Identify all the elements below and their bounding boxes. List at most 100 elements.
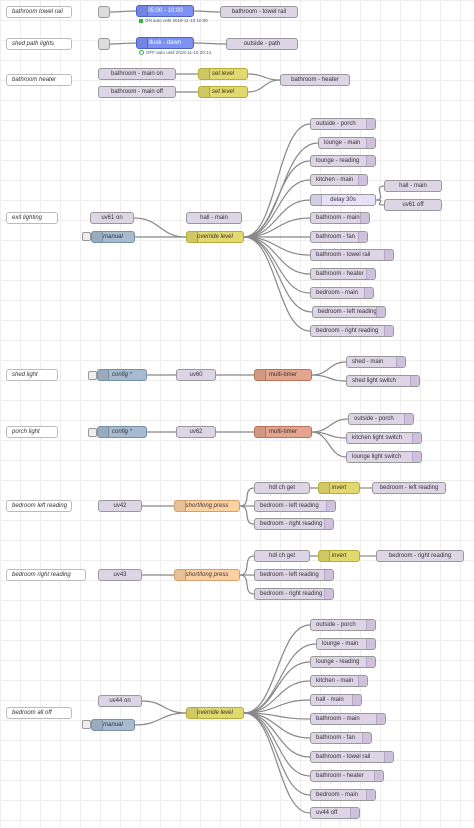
link-out-kitchen-light-switch[interactable]: kitchen light switch <box>346 432 422 444</box>
hdl-ch-get-right[interactable]: hdl ch get <box>254 550 310 562</box>
wire-8 <box>133 217 187 238</box>
comment-bedroom-left-reading[interactable]: bedroom left reading <box>6 500 72 512</box>
change-set-level-on[interactable]: set level <box>198 68 248 80</box>
link-out-bathroom-heater[interactable]: bathroom - heater <box>280 74 350 86</box>
wire-12 <box>243 160 311 238</box>
link-out-toggle-left[interactable]: bedroom - left reading <box>372 482 446 494</box>
link-in-bathroom-main-off[interactable]: bathroom - main off <box>98 86 176 98</box>
link-out-bedroom-9[interactable]: bedroom - main <box>310 789 376 801</box>
change-override-level-exit[interactable]: override level <box>186 231 244 243</box>
manual-toggle[interactable] <box>82 232 91 241</box>
link-in-uv43[interactable]: uv43 <box>98 569 142 581</box>
link-out-exit-10[interactable]: bedroom - left reading <box>312 306 386 318</box>
inject-manual-bedroom[interactable]: manual <box>91 719 135 731</box>
link-out-outside-path[interactable]: outside - path <box>226 38 298 50</box>
link-in-uv44-on[interactable]: uv44 on <box>98 695 142 707</box>
comment-bedroom-right-reading[interactable]: bedroom right reading <box>6 569 86 581</box>
comment-bathroom-heater[interactable]: bathroom heater <box>6 74 72 86</box>
change-set-level-off[interactable]: set level <box>198 86 248 98</box>
link-out-exit-3[interactable]: kitchen - main <box>310 174 368 186</box>
link-out-exit-9[interactable]: bedroom - main <box>310 287 374 299</box>
inject-config-porch[interactable]: config * <box>97 426 147 438</box>
link-out-exit-2[interactable]: lounge - reading <box>310 155 376 167</box>
link-out-exit-0[interactable]: outside - porch <box>310 118 376 130</box>
hdl-ch-get-left[interactable]: hdl ch get <box>254 482 310 494</box>
link-out-exit-7[interactable]: bathroom - towel rail <box>310 249 394 261</box>
comment-exit-lighting[interactable]: exit lighting <box>6 212 58 224</box>
link-out-bedroom-4[interactable]: hall - main <box>310 694 362 706</box>
wire-21 <box>243 236 311 332</box>
link-out-bedroom-10[interactable]: uv44 off <box>310 807 360 819</box>
link-out-bathroom-towel-rail[interactable]: bathroom - towel rail <box>220 6 298 18</box>
short-long-press-left[interactable]: short/long press <box>174 500 240 512</box>
multi-timer-shed[interactable]: multi-timer <box>254 369 312 381</box>
link-out-exit-5[interactable]: bathroom - main <box>310 212 370 224</box>
link-out-outside-porch[interactable]: outside - porch <box>348 413 414 425</box>
link-out-exit-1[interactable]: lounge - main <box>318 137 376 149</box>
link-in-hall-main[interactable]: hall - main <box>186 212 242 224</box>
wire-48 <box>243 643 317 714</box>
inject-trigger-path[interactable] <box>98 38 110 50</box>
comment-shed-path-lights[interactable]: shed path lights <box>6 38 72 50</box>
scheduler-towel-rail[interactable]: 05:00 - 10:00 <box>136 5 194 17</box>
wire-27 <box>311 374 347 382</box>
link-out-bedroom-8[interactable]: bathroom - heater <box>310 770 384 782</box>
link-in-bathroom-main-on[interactable]: bathroom - main on <box>98 68 176 80</box>
link-out-exit-6[interactable]: bathroom - fan <box>310 231 368 243</box>
link-out-right-reading-1[interactable]: bedroom - right reading <box>254 518 334 530</box>
short-long-press-right[interactable]: short/long press <box>174 569 240 581</box>
wire-47 <box>243 624 311 714</box>
link-out-toggle-right[interactable]: bedroom - right reading <box>376 550 464 562</box>
link-out-lounge-light-switch[interactable]: lounge light switch <box>346 451 422 463</box>
multi-timer-porch[interactable]: multi-timer <box>254 426 312 438</box>
link-out-shed-light-switch[interactable]: shed light switch <box>346 375 420 387</box>
comment-bedroom-all-off[interactable]: bedroom all off <box>6 707 72 719</box>
inject-manual-exit[interactable]: manual <box>91 231 135 243</box>
scheduler-path[interactable]: dusk - dawn <box>136 37 194 49</box>
wire-34 <box>239 487 255 507</box>
wire-20 <box>243 236 313 313</box>
link-out-bedroom-2[interactable]: lounge - reading <box>310 656 376 668</box>
config-toggle-shed[interactable] <box>88 371 97 380</box>
link-out-bedroom-3[interactable]: kitchen - main <box>310 675 368 687</box>
delay-30s[interactable]: delay 30s <box>310 194 376 206</box>
link-in-uv60[interactable]: uv60 <box>176 369 216 381</box>
link-out-exit-11[interactable]: bedroom - right reading <box>310 325 394 337</box>
link-out-uv61-off[interactable]: uv61 off <box>384 199 442 211</box>
link-out-shed-main[interactable]: shed - main <box>346 356 406 368</box>
wire-51 <box>243 699 311 714</box>
wire-3 <box>193 42 227 45</box>
inject-trigger-towel-rail[interactable] <box>98 6 110 18</box>
wire-0 <box>109 10 137 13</box>
wire-30 <box>311 418 349 433</box>
link-out-bedroom-7[interactable]: bathroom - towel rail <box>310 751 394 763</box>
wire-2 <box>109 42 137 45</box>
link-out-bedroom-5[interactable]: bathroom - main <box>310 713 386 725</box>
config-toggle-porch[interactable] <box>88 428 97 437</box>
wire-1 <box>193 10 221 13</box>
comment-shed-light[interactable]: shed light <box>6 369 58 381</box>
link-out-hall-main-delay[interactable]: hall - main <box>384 180 442 192</box>
link-out-bedroom-0[interactable]: outside - porch <box>310 619 376 631</box>
schedule-label: 05:00 - 10:00 <box>147 8 183 14</box>
manual-toggle-bedroom[interactable] <box>82 720 91 729</box>
change-override-level-bedroom[interactable]: override level <box>186 707 244 719</box>
wire-53 <box>243 712 311 739</box>
link-out-left-reading-2[interactable]: bedroom - left reading <box>254 569 334 581</box>
comment-bathroom-towel-rail[interactable]: bathroom towel rail <box>6 6 72 18</box>
comment-porch-light[interactable]: porch light <box>6 426 58 438</box>
status-off-icon <box>139 50 144 55</box>
link-out-right-reading-2[interactable]: bedroom - right reading <box>254 588 334 600</box>
link-in-uv61-on[interactable]: uv61 on <box>90 212 134 224</box>
link-out-exit-8[interactable]: bathroom - heater <box>310 268 376 280</box>
link-in-uv62[interactable]: uv62 <box>176 426 216 438</box>
link-in-uv42[interactable]: uv42 <box>98 500 142 512</box>
link-out-bedroom-1[interactable]: lounge - main <box>316 638 376 650</box>
link-out-bedroom-6[interactable]: bathroom - fan <box>310 732 372 744</box>
change-invert-right[interactable]: invert <box>318 550 360 562</box>
wire-15 <box>243 217 311 238</box>
wire-10 <box>243 123 311 238</box>
change-invert-left[interactable]: invert <box>318 482 360 494</box>
link-out-left-reading-1[interactable]: bedroom - left reading <box>254 500 336 512</box>
inject-config-shed[interactable]: config * <box>97 369 147 381</box>
